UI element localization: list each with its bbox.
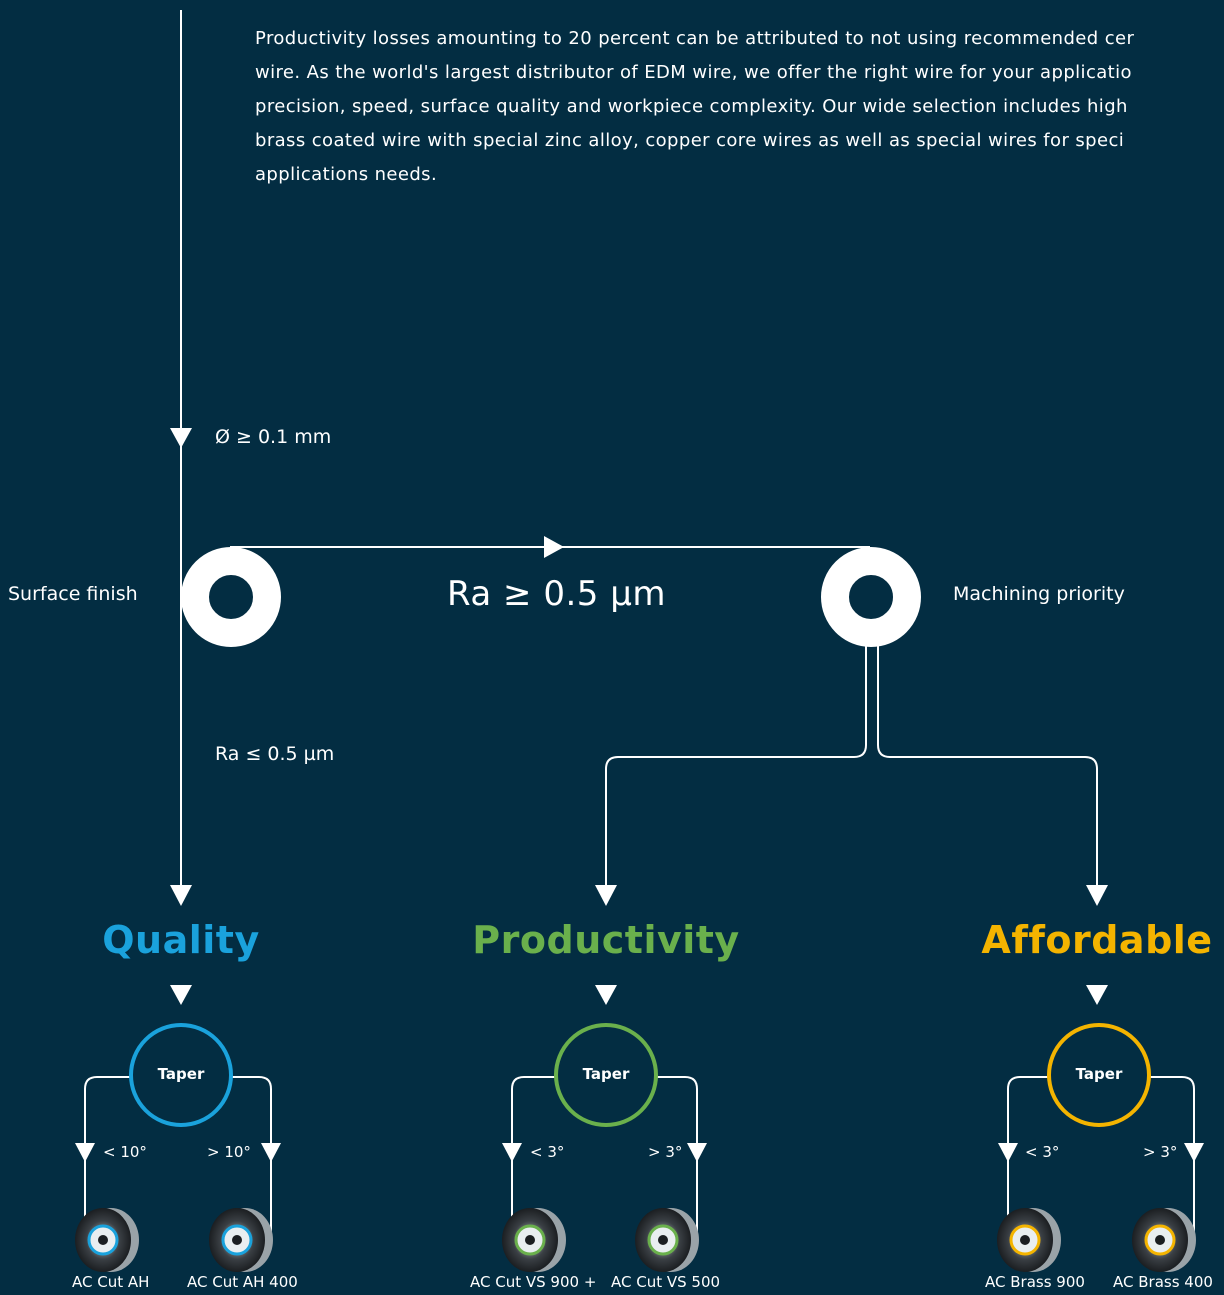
arrow-down-icon bbox=[595, 985, 617, 1005]
angle-right-label: > 10° bbox=[207, 1143, 251, 1161]
taper-left-branch-line bbox=[84, 1076, 131, 1148]
product-label[interactable]: AC Cut VS 900 + bbox=[470, 1273, 597, 1291]
fine-branch-label: Ra ≤ 0.5 µm bbox=[215, 743, 335, 765]
taper-node-icon bbox=[1047, 1023, 1151, 1127]
category-productivity-title: Productivity bbox=[472, 918, 740, 962]
spool-hub-icon bbox=[232, 1235, 242, 1245]
taper-right-branch-line bbox=[656, 1076, 698, 1148]
taper-label: Taper bbox=[1075, 1065, 1123, 1083]
angle-left-label: < 3° bbox=[530, 1143, 565, 1161]
product-label[interactable]: AC Brass 400 bbox=[1113, 1273, 1213, 1291]
taper-label: Taper bbox=[157, 1065, 205, 1083]
spool-hub-icon bbox=[525, 1235, 535, 1245]
surface-finish-label: Surface finish bbox=[8, 583, 138, 605]
intro-paragraph: Productivity losses amounting to 20 perc… bbox=[255, 22, 1224, 192]
arrow-down-icon bbox=[75, 1143, 95, 1162]
surface-finish-node-icon bbox=[181, 547, 281, 647]
taper-left-branch-line bbox=[1007, 1076, 1049, 1148]
intro-line: precision, speed, surface quality and wo… bbox=[255, 96, 1128, 117]
taper-left-branch-line bbox=[511, 1076, 556, 1148]
intro-line: wire. As the world's largest distributor… bbox=[255, 62, 1132, 83]
arrow-down-icon bbox=[1086, 985, 1108, 1005]
arrow-down-icon bbox=[170, 428, 192, 448]
rough-branch-label: Ra ≥ 0.5 µm bbox=[447, 574, 666, 614]
spool-hub-icon bbox=[98, 1235, 108, 1245]
machining-priority-node-icon bbox=[821, 547, 921, 647]
arrow-down-icon bbox=[170, 885, 192, 906]
taper-node-icon bbox=[129, 1023, 233, 1127]
intro-line: Productivity losses amounting to 20 perc… bbox=[255, 28, 1135, 49]
arrow-right-icon bbox=[544, 536, 564, 558]
arrow-down-icon bbox=[1086, 885, 1108, 906]
affordable-branch-line bbox=[877, 645, 1098, 885]
angle-right-label: > 3° bbox=[648, 1143, 683, 1161]
spool-hub-icon bbox=[1155, 1235, 1165, 1245]
spool-hub-icon bbox=[1020, 1235, 1030, 1245]
product-label[interactable]: AC Cut VS 500 bbox=[611, 1273, 721, 1291]
category-quality-title: Quality bbox=[102, 918, 260, 962]
angle-left-label: < 10° bbox=[103, 1143, 147, 1161]
arrow-down-icon bbox=[687, 1143, 707, 1162]
product-label[interactable]: AC Cut AH bbox=[72, 1273, 150, 1291]
diameter-label: Ø ≥ 0.1 mm bbox=[215, 426, 332, 448]
arrow-down-icon bbox=[998, 1143, 1018, 1162]
arrow-down-icon bbox=[170, 985, 192, 1005]
arrow-down-icon bbox=[1184, 1143, 1204, 1162]
arrow-down-icon bbox=[261, 1143, 281, 1162]
category-affordable-title: Affordable bbox=[981, 918, 1213, 962]
taper-right-branch-line bbox=[1149, 1076, 1195, 1148]
taper-label: Taper bbox=[582, 1065, 630, 1083]
productivity-branch-line bbox=[605, 645, 867, 885]
product-label[interactable]: AC Brass 900 bbox=[985, 1273, 1085, 1291]
intro-line: applications needs. bbox=[255, 164, 438, 185]
intro-line: brass coated wire with special zinc allo… bbox=[255, 130, 1125, 151]
taper-right-branch-line bbox=[231, 1076, 272, 1148]
arrow-down-icon bbox=[595, 885, 617, 906]
spool-hub-icon bbox=[658, 1235, 668, 1245]
product-label[interactable]: AC Cut AH 400 bbox=[187, 1273, 298, 1291]
arrow-down-icon bbox=[502, 1143, 522, 1162]
taper-node-icon bbox=[554, 1023, 658, 1127]
machining-priority-label: Machining priority bbox=[953, 583, 1125, 605]
angle-right-label: > 3° bbox=[1143, 1143, 1178, 1161]
angle-left-label: < 3° bbox=[1025, 1143, 1060, 1161]
